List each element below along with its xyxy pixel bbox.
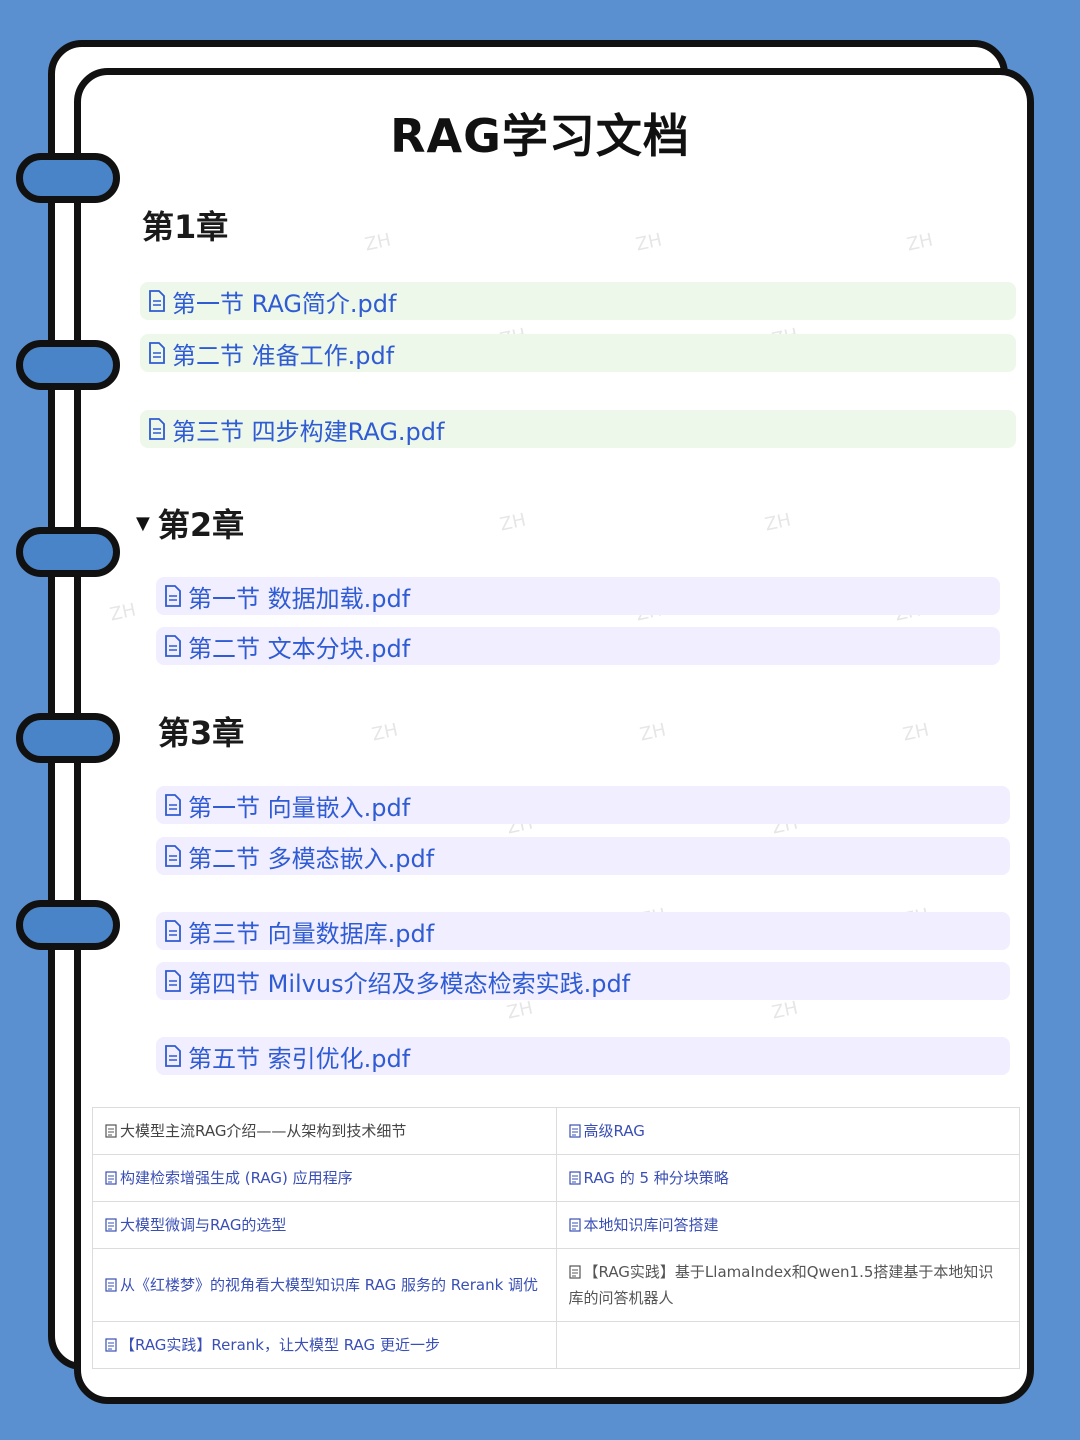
link-text: 大模型主流RAG介绍——从架构到技术细节 [120, 1122, 407, 1140]
table-row: 大模型主流RAG介绍——从架构到技术细节 高级RAG [92, 1107, 1020, 1155]
file-row-ch3-1[interactable]: 第一节 向量嵌入.pdf [156, 786, 1010, 824]
doc-icon [105, 1338, 117, 1352]
file-name: 第一节 数据加载.pdf [188, 584, 411, 613]
table-row: 构建检索增强生成 (RAG) 应用程序 RAG 的 5 种分块策略 [92, 1154, 1020, 1202]
link-text: 大模型微调与RAG的选型 [120, 1216, 287, 1234]
doc-icon [568, 1171, 581, 1185]
file-icon [149, 290, 165, 312]
chapter-3-title: 第3章 [158, 714, 245, 752]
file-row-ch1-1[interactable]: 第一节 RAG简介.pdf [140, 282, 1016, 320]
file-name: 第一节 向量嵌入.pdf [188, 793, 411, 822]
link-cell[interactable]: 大模型主流RAG介绍——从架构到技术细节 [92, 1107, 557, 1155]
file-icon [165, 635, 181, 657]
chapter-1-heading: 第1章 [142, 202, 228, 248]
file-row-ch1-3[interactable]: 第三节 四步构建RAG.pdf [140, 410, 1016, 448]
document-title: RAG学习文档 [390, 109, 690, 163]
file-name: 第三节 四步构建RAG.pdf [172, 417, 445, 446]
file-icon [165, 794, 181, 816]
link-cell[interactable]: 本地知识库问答搭建 [555, 1201, 1020, 1249]
doc-icon [105, 1218, 117, 1232]
link-text: 【RAG实践】基于LlamaIndex和Qwen1.5搭建基于本地知识库的问答机… [568, 1263, 994, 1307]
link-cell[interactable]: 从《红楼梦》的视角看大模型知识库 RAG 服务的 Rerank 调优 [92, 1248, 557, 1322]
doc-icon [568, 1265, 581, 1279]
link-text: 本地知识库问答搭建 [583, 1216, 719, 1234]
file-name: 第二节 准备工作.pdf [172, 341, 395, 370]
chapter-3-heading: 第3章 [158, 708, 244, 754]
link-text: 从《红楼梦》的视角看大模型知识库 RAG 服务的 Rerank 调优 [120, 1276, 539, 1294]
file-icon [149, 342, 165, 364]
file-name: 第一节 RAG简介.pdf [172, 289, 397, 318]
link-text: 高级RAG [583, 1122, 645, 1140]
table-row: 从《红楼梦》的视角看大模型知识库 RAG 服务的 Rerank 调优 【RAG实… [92, 1248, 1020, 1322]
file-row-ch2-2[interactable]: 第二节 文本分块.pdf [156, 627, 1000, 665]
doc-icon [568, 1218, 581, 1232]
file-name: 第四节 Milvus介绍及多模态检索实践.pdf [188, 969, 631, 998]
table-row: 大模型微调与RAG的选型 本地知识库问答搭建 [92, 1201, 1020, 1249]
binder-ring [16, 900, 120, 950]
table-row: 【RAG实践】Rerank，让大模型 RAG 更近一步 [92, 1321, 1020, 1369]
file-row-ch3-2[interactable]: 第二节 多模态嵌入.pdf [156, 837, 1010, 875]
link-cell[interactable]: 【RAG实践】基于LlamaIndex和Qwen1.5搭建基于本地知识库的问答机… [555, 1248, 1020, 1322]
file-row-ch1-2[interactable]: 第二节 准备工作.pdf [140, 334, 1016, 372]
link-cell[interactable]: 高级RAG [555, 1107, 1020, 1155]
file-row-ch3-5[interactable]: 第五节 索引优化.pdf [156, 1037, 1010, 1075]
link-cell[interactable]: 大模型微调与RAG的选型 [92, 1201, 557, 1249]
file-icon [165, 920, 181, 942]
file-icon [165, 970, 181, 992]
file-row-ch3-3[interactable]: 第三节 向量数据库.pdf [156, 912, 1010, 950]
binder-ring [16, 527, 120, 577]
file-name: 第三节 向量数据库.pdf [188, 919, 435, 948]
file-row-ch2-1[interactable]: 第一节 数据加载.pdf [156, 577, 1000, 615]
file-row-ch3-4[interactable]: 第四节 Milvus介绍及多模态检索实践.pdf [156, 962, 1010, 1000]
reference-links-table: 大模型主流RAG介绍——从架构到技术细节 高级RAG 构建检索增强生成 (RAG… [92, 1107, 1020, 1369]
doc-icon [105, 1171, 117, 1185]
link-cell[interactable]: RAG 的 5 种分块策略 [555, 1154, 1020, 1202]
file-icon [165, 585, 181, 607]
file-name: 第二节 多模态嵌入.pdf [188, 844, 435, 873]
doc-icon [105, 1124, 117, 1138]
file-icon [165, 1045, 181, 1067]
link-cell[interactable]: 【RAG实践】Rerank，让大模型 RAG 更近一步 [92, 1321, 557, 1369]
file-icon [149, 418, 165, 440]
empty-cell [555, 1321, 1020, 1369]
file-name: 第二节 文本分块.pdf [188, 634, 411, 663]
link-cell[interactable]: 构建检索增强生成 (RAG) 应用程序 [92, 1154, 557, 1202]
chapter-1-title: 第1章 [142, 208, 229, 246]
binder-ring [16, 153, 120, 203]
caret-down-icon[interactable]: ▼ [136, 512, 150, 534]
doc-icon [105, 1278, 117, 1292]
binder-ring [16, 340, 120, 390]
binder-ring [16, 713, 120, 763]
file-icon [165, 845, 181, 867]
file-name: 第五节 索引优化.pdf [188, 1044, 411, 1073]
chapter-2-title: 第2章 [157, 506, 245, 544]
chapter-2-heading[interactable]: ▼ 第2章 [136, 500, 244, 546]
link-text: 构建检索增强生成 (RAG) 应用程序 [120, 1169, 353, 1187]
link-text: 【RAG实践】Rerank，让大模型 RAG 更近一步 [120, 1336, 440, 1354]
doc-icon [568, 1124, 581, 1138]
link-text: RAG 的 5 种分块策略 [583, 1169, 729, 1187]
